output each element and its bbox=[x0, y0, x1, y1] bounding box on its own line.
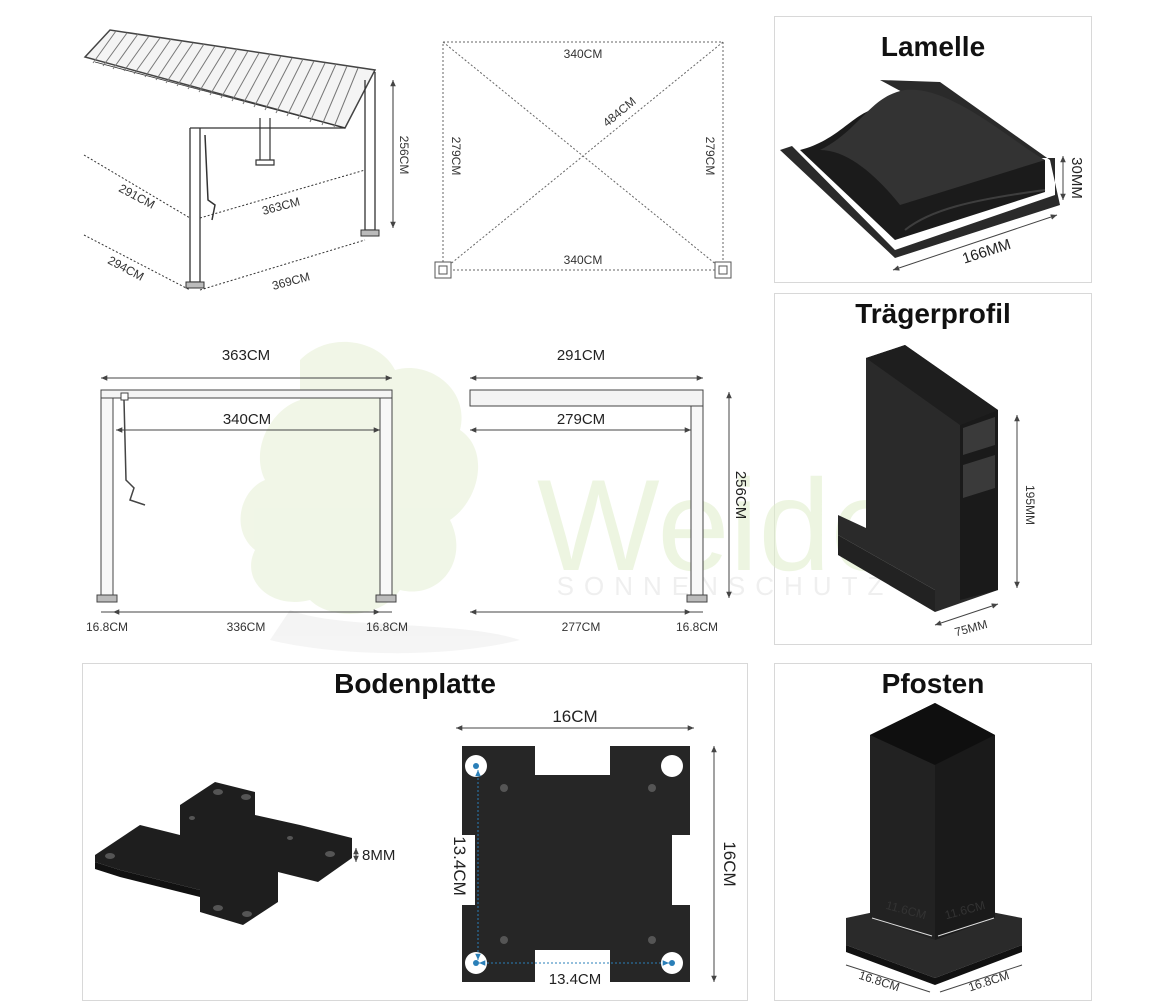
side-height-label: 256CM bbox=[732, 471, 749, 519]
bodenplatte-hole-width-label: 13.4CM bbox=[549, 971, 602, 988]
bodenplatte-title: Bodenplatte bbox=[334, 668, 496, 699]
side-post-label: 16.8CM bbox=[676, 620, 718, 634]
iso-front-outer-label: 369CM bbox=[270, 269, 311, 293]
pfosten-title: Pfosten bbox=[881, 668, 985, 699]
side-inner-label: 279CM bbox=[557, 411, 605, 428]
traegerprofil-dims bbox=[934, 415, 1020, 626]
top-view-drawing bbox=[442, 41, 724, 271]
side-overall-label: 291CM bbox=[557, 347, 605, 364]
traegerprofil-width-label: 75MM bbox=[953, 617, 989, 639]
front-view-drawing bbox=[96, 375, 397, 615]
bodenplatte-outer-height-label: 16CM bbox=[720, 841, 739, 886]
bodenplatte-iso-drawing bbox=[95, 782, 352, 925]
side-view-drawing bbox=[469, 375, 732, 615]
traegerprofil-drawing bbox=[838, 345, 998, 612]
front-span-label: 336CM bbox=[227, 620, 266, 634]
bodenplatte-thickness-label: 8MM bbox=[362, 847, 395, 864]
bodenplatte-top-drawing bbox=[462, 746, 690, 982]
top-top-label: 340CM bbox=[564, 47, 603, 61]
top-view-post-icons bbox=[434, 261, 732, 279]
lamelle-title: Lamelle bbox=[880, 31, 986, 62]
top-right-label: 279CM bbox=[703, 137, 717, 176]
iso-side-inner-label: 291CM bbox=[117, 181, 158, 212]
front-post-left-label: 16.8CM bbox=[86, 620, 128, 634]
pfosten-inner-dims bbox=[871, 917, 995, 937]
front-overall-label: 363CM bbox=[222, 347, 270, 364]
lamelle-dims bbox=[892, 156, 1066, 271]
front-post-right-label: 16.8CM bbox=[366, 620, 408, 634]
iso-pergola-drawing bbox=[83, 29, 396, 291]
front-inner-label: 340CM bbox=[223, 411, 271, 428]
lamelle-profile-drawing bbox=[780, 80, 1060, 258]
pfosten-base-a-label: 16.8CM bbox=[857, 968, 901, 994]
iso-front-inner-label: 363CM bbox=[260, 194, 301, 218]
pfosten-base-dims bbox=[845, 964, 1023, 993]
traegerprofil-height-label: 195MM bbox=[1023, 485, 1037, 525]
traegerprofil-title: Trägerprofil bbox=[855, 298, 1011, 329]
iso-height-label: 256CM bbox=[397, 136, 411, 175]
top-bottom-label: 340CM bbox=[564, 253, 603, 267]
side-span-label: 277CM bbox=[562, 620, 601, 634]
pfosten-drawing bbox=[846, 703, 1022, 985]
bodenplatte-outer-width-label: 16CM bbox=[552, 707, 597, 726]
top-diag-label: 484CM bbox=[600, 94, 639, 130]
top-left-label: 279CM bbox=[449, 137, 463, 176]
pfosten-base-b-label: 16.8CM bbox=[967, 968, 1011, 994]
iso-side-outer-label: 294CM bbox=[106, 253, 147, 284]
lamelle-height-label: 30MM bbox=[1068, 157, 1085, 199]
watermark: Weide SONNENSCHUTZ bbox=[240, 341, 903, 654]
watermark-tagline: SONNENSCHUTZ bbox=[557, 571, 894, 601]
lamelle-width-label: 166MM bbox=[960, 236, 1013, 268]
bodenplatte-hole-height-label: 13.4CM bbox=[450, 836, 469, 896]
bodenplatte-top-dims bbox=[456, 725, 717, 982]
watermark-tree-icon bbox=[240, 341, 520, 654]
